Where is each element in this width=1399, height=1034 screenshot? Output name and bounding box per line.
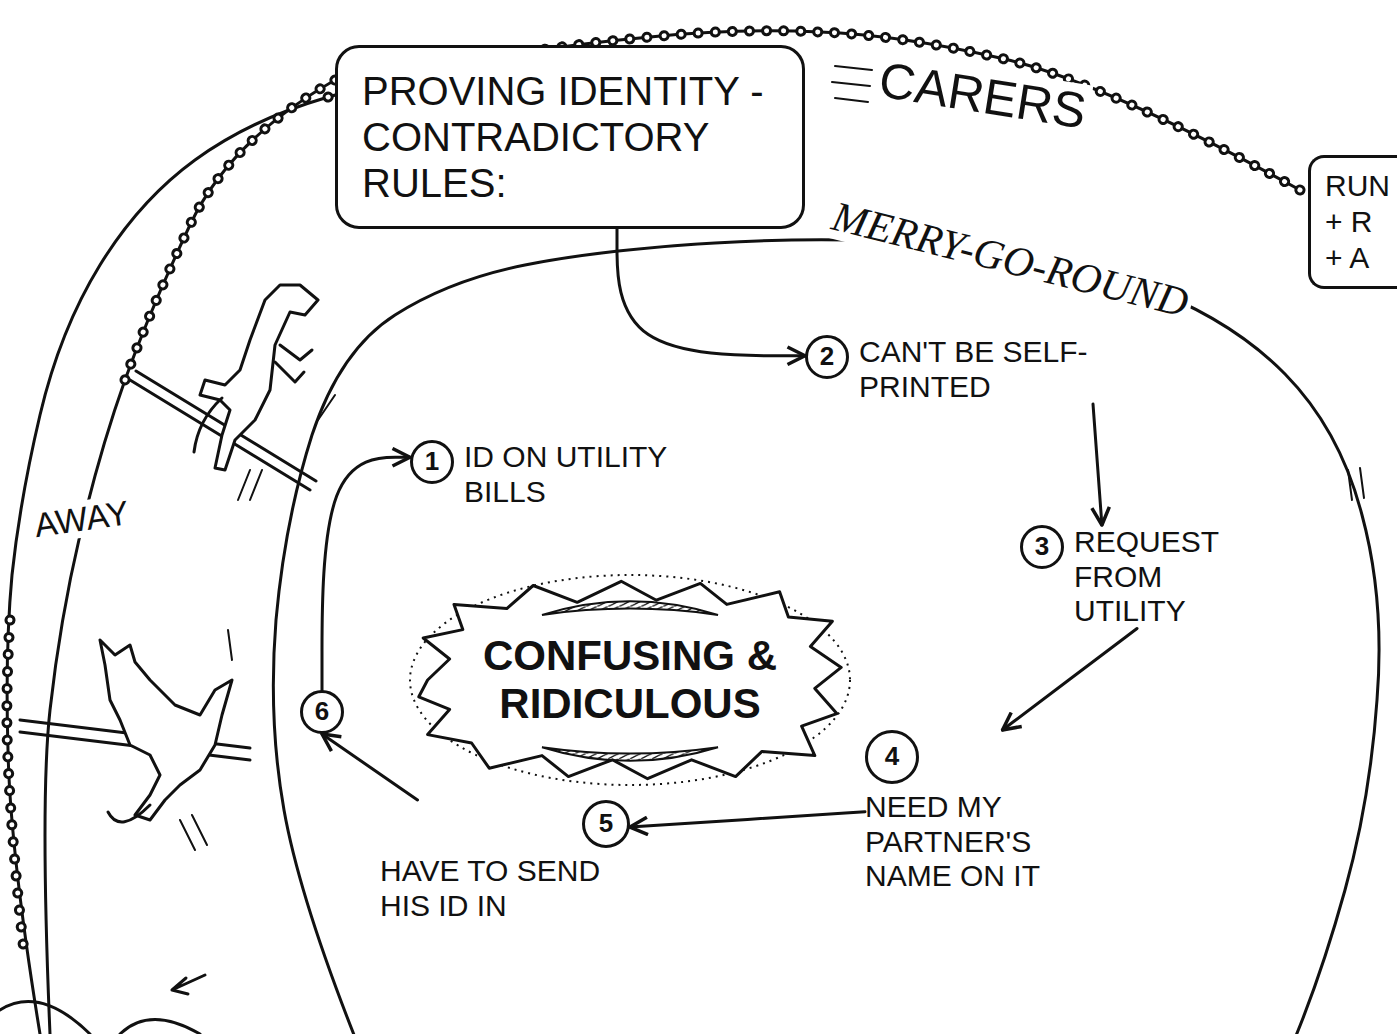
- sketch-curve: [120, 1020, 200, 1034]
- callout-number: 5: [582, 800, 630, 848]
- outer-rim: [7, 31, 1300, 1034]
- step-node: 2CAN'T BE SELF-PRINTED: [805, 335, 1189, 404]
- hatch-line: [1348, 470, 1352, 500]
- cloud-shape: CONFUSING & RIDICULOUS: [410, 575, 850, 785]
- horse-lower: [20, 630, 250, 850]
- hatched-crescent: [542, 601, 718, 615]
- horse-body: [200, 285, 318, 470]
- step-text: HAVE TO SEND HIS ID IN: [380, 854, 630, 923]
- flow-arrow: [1003, 629, 1138, 731]
- dotted-halo: [410, 575, 850, 785]
- step-text: ID ON UTILITY BILLS: [464, 440, 684, 509]
- horse-body: [100, 640, 232, 820]
- horse-leg: [275, 345, 312, 382]
- side-label: AWAY: [28, 494, 135, 545]
- canopy-scallops: [7, 31, 1300, 960]
- cloud-burst: [419, 581, 841, 778]
- step-text: CAN'T BE SELF-PRINTED: [859, 335, 1189, 404]
- cloud-text: CONFUSING & RIDICULOUS: [460, 632, 800, 729]
- motion-line: [238, 395, 335, 500]
- horse-upper: [130, 285, 335, 500]
- scallop-row: [125, 80, 335, 380]
- carousel-frame: [7, 31, 1379, 1034]
- flow-arrow: [630, 812, 865, 827]
- horse-tail: [194, 398, 222, 452]
- hatched-crescent: [542, 747, 718, 761]
- note-box: RUN + R + A: [1308, 155, 1397, 289]
- inner-ring: [273, 240, 1379, 1034]
- heading-box: PROVING IDENTITY - CONTRADICTORY RULES:: [335, 45, 805, 229]
- scallop-row: [125, 80, 335, 380]
- hatch-line: [835, 98, 868, 102]
- small-arrow: [172, 975, 205, 994]
- step-node: 4NEED MY PARTNER'S NAME ON IT: [865, 730, 1115, 894]
- canopy-title: MERRY-GO-ROUND: [824, 192, 1197, 327]
- callout-number: 3: [1020, 525, 1064, 569]
- step-node: 3REQUEST FROM UTILITY: [1020, 525, 1254, 629]
- step-text: NEED MY PARTNER'S NAME ON IT: [865, 790, 1115, 894]
- callout-number: 4: [865, 730, 919, 784]
- hatch-line: [835, 66, 872, 70]
- step-node: 1ID ON UTILITY BILLS: [410, 440, 684, 509]
- callout-number: 6: [300, 690, 344, 734]
- callout-number: 2: [805, 335, 849, 379]
- corner-sketch: [0, 975, 205, 1034]
- motion-line: [180, 630, 232, 850]
- horse-tail: [108, 805, 150, 822]
- middle-rim: [45, 80, 335, 1034]
- step-text: REQUEST FROM UTILITY: [1074, 525, 1254, 629]
- scallop-row: [7, 620, 25, 960]
- flow-arrow: [322, 734, 418, 800]
- sketch-curve: [0, 1002, 90, 1034]
- flow-arrow: [617, 229, 805, 356]
- callout-number: 1: [410, 440, 454, 484]
- hatch-line: [832, 82, 870, 86]
- heading-text: PROVING IDENTITY - CONTRADICTORY RULES:: [362, 68, 778, 206]
- step-node: 6: [300, 690, 344, 734]
- scallop-row: [7, 620, 25, 960]
- step-node: 5HAVE TO SEND HIS ID IN: [380, 800, 630, 923]
- flow-arrow: [322, 457, 410, 690]
- note-text: RUN + R + A: [1325, 168, 1393, 276]
- hatch-line: [1360, 468, 1364, 498]
- flow-arrow: [1093, 404, 1102, 525]
- canopy-title: CARERS: [871, 52, 1093, 140]
